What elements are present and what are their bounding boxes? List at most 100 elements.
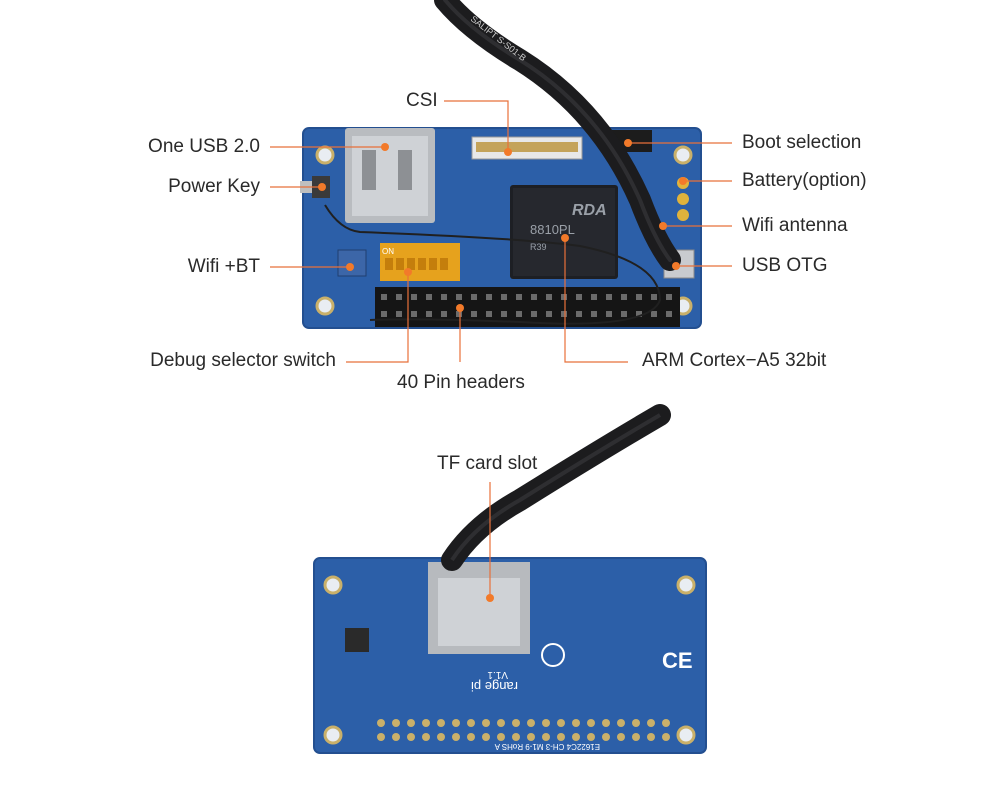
- header-pin: [636, 294, 642, 300]
- bottom-pcb: [313, 557, 707, 754]
- label-arm-cortex: ARM Cortex−A5 32bit: [642, 350, 827, 371]
- header-pin: [396, 294, 402, 300]
- header-hole: [587, 719, 595, 727]
- header-hole: [512, 733, 520, 741]
- header-pin: [471, 294, 477, 300]
- header-pin: [591, 294, 597, 300]
- header-hole: [452, 733, 460, 741]
- silk-id: E1622C4 CH-3 M1-9 RoHS A: [494, 742, 600, 751]
- header-pin: [426, 311, 432, 317]
- silk-version: V1.1: [487, 669, 508, 680]
- debug-dip-switch: [380, 243, 460, 281]
- header-pin: [441, 311, 447, 317]
- header-hole: [617, 733, 625, 741]
- label-debug-selector: Debug selector switch: [150, 350, 336, 371]
- header-hole: [497, 719, 505, 727]
- header-pin: [441, 294, 447, 300]
- header-pin: [546, 294, 552, 300]
- header-pin: [606, 294, 612, 300]
- header-hole: [467, 719, 475, 727]
- pin-header-pins: [381, 294, 672, 317]
- inductor: [345, 628, 369, 652]
- header-hole: [437, 719, 445, 727]
- header-pin: [486, 311, 492, 317]
- header-pin: [576, 311, 582, 317]
- leader-markers: [318, 139, 687, 602]
- chip-model: 8810PL: [530, 222, 575, 237]
- header-hole: [377, 719, 385, 727]
- header-hole: [632, 719, 640, 727]
- header-hole: [587, 733, 595, 741]
- header-hole: [482, 733, 490, 741]
- label-power-key: Power Key: [168, 176, 260, 197]
- header-pin: [471, 311, 477, 317]
- header-hole: [572, 719, 580, 727]
- header-pin: [636, 311, 642, 317]
- label-usb-otg: USB OTG: [742, 255, 828, 276]
- label-tf-card-slot: TF card slot: [437, 453, 538, 474]
- label-csi: CSI: [406, 90, 438, 111]
- header-pin: [411, 311, 417, 317]
- header-hole: [542, 719, 550, 727]
- header-hole: [422, 719, 430, 727]
- header-hole: [662, 733, 670, 741]
- header-hole: [407, 719, 415, 727]
- pin-header-bottom: [377, 719, 670, 741]
- header-hole: [632, 733, 640, 741]
- header-pin: [666, 294, 672, 300]
- fcc-mark: [541, 643, 565, 667]
- header-hole: [662, 719, 670, 727]
- header-pin: [561, 294, 567, 300]
- header-hole: [557, 719, 565, 727]
- header-pin: [666, 311, 672, 317]
- label-wifi-bt: Wifi +BT: [187, 256, 260, 277]
- label-one-usb: One USB 2.0: [148, 136, 260, 157]
- header-hole: [617, 719, 625, 727]
- header-pin: [546, 311, 552, 317]
- header-hole: [482, 719, 490, 727]
- header-pin: [621, 311, 627, 317]
- header-hole: [572, 733, 580, 741]
- header-hole: [602, 733, 610, 741]
- header-hole: [392, 733, 400, 741]
- header-pin: [426, 294, 432, 300]
- header-pin: [576, 294, 582, 300]
- header-hole: [392, 719, 400, 727]
- label-battery: Battery(option): [742, 170, 867, 191]
- header-pin: [381, 311, 387, 317]
- header-pin: [561, 311, 567, 317]
- ce-mark: CE: [662, 648, 693, 673]
- tf-card-slot: [428, 562, 530, 654]
- header-pin: [516, 294, 522, 300]
- header-pin: [531, 294, 537, 300]
- header-pin: [516, 311, 522, 317]
- header-pin: [651, 311, 657, 317]
- antenna-wire: [324, 204, 662, 325]
- header-hole: [377, 733, 385, 741]
- wifi-module: [337, 249, 367, 277]
- header-pin: [456, 294, 462, 300]
- chip-code: R39: [530, 242, 547, 252]
- header-hole: [407, 733, 415, 741]
- dip-on-text: ON: [382, 247, 394, 256]
- header-pin: [486, 294, 492, 300]
- header-pin: [651, 294, 657, 300]
- header-pin: [606, 311, 612, 317]
- header-pin: [591, 311, 597, 317]
- header-pin: [456, 311, 462, 317]
- header-hole: [527, 719, 535, 727]
- header-pin: [396, 311, 402, 317]
- silk-brand: range pi: [471, 679, 518, 694]
- header-hole: [437, 733, 445, 741]
- header-hole: [452, 719, 460, 727]
- leader-lines: [270, 100, 732, 598]
- header-hole: [647, 733, 655, 741]
- header-pin: [411, 294, 417, 300]
- header-hole: [557, 733, 565, 741]
- header-pin: [621, 294, 627, 300]
- header-hole: [602, 719, 610, 727]
- header-pin: [501, 294, 507, 300]
- cpu-chip: [510, 185, 618, 279]
- header-hole: [512, 719, 520, 727]
